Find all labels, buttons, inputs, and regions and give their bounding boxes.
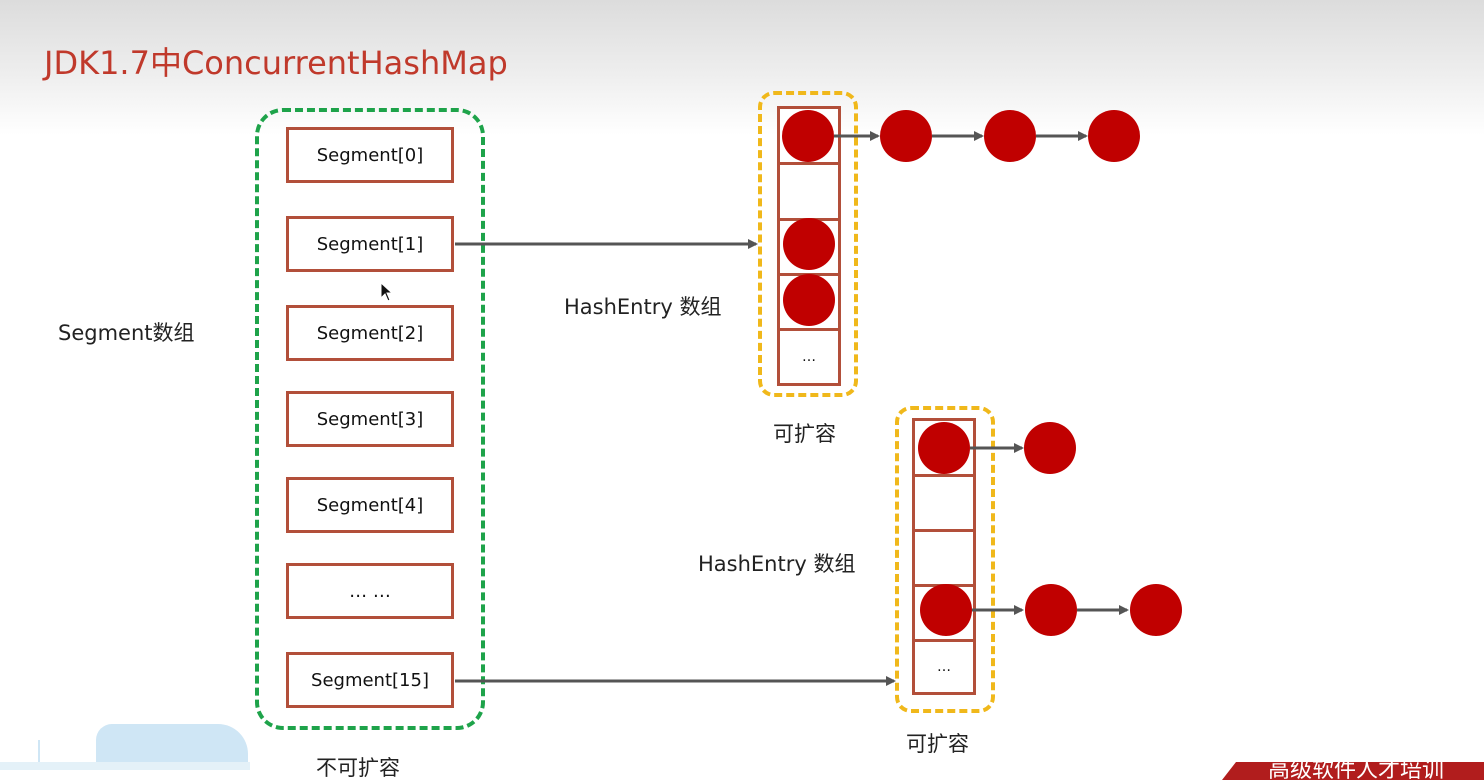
node-top-chain-3 bbox=[1088, 110, 1140, 162]
mouse-cursor-icon bbox=[380, 282, 394, 302]
page-title: JDK1.7中ConcurrentHashMap bbox=[44, 44, 508, 82]
node-top-bucket2 bbox=[783, 218, 835, 270]
decorative-cloud-base bbox=[0, 762, 250, 770]
not-expandable-label: 不可扩容 bbox=[316, 756, 400, 780]
expandable-label-bottom: 可扩容 bbox=[906, 732, 969, 756]
bucket-top-3 bbox=[780, 276, 838, 331]
decorative-cloud-shape bbox=[96, 724, 248, 768]
node-top-bucket0 bbox=[782, 110, 834, 162]
node-bottom-bucket0 bbox=[918, 422, 970, 474]
header-band bbox=[0, 0, 1484, 135]
decorative-tick bbox=[38, 740, 40, 762]
node-bottom-chain-b1 bbox=[1025, 584, 1077, 636]
segment-4: Segment[4] bbox=[286, 477, 454, 533]
hashentry-group-top bbox=[758, 91, 858, 397]
segment-15: Segment[15] bbox=[286, 652, 454, 708]
hashentry-array-label-top: HashEntry 数组 bbox=[564, 295, 722, 319]
node-bottom-bucket3 bbox=[920, 584, 972, 636]
segment-array-label: Segment数组 bbox=[58, 321, 195, 345]
hashentry-array-label-bottom: HashEntry 数组 bbox=[698, 552, 856, 576]
segment-0: Segment[0] bbox=[286, 127, 454, 183]
node-bottom-chain-b2 bbox=[1130, 584, 1182, 636]
node-top-chain-2 bbox=[984, 110, 1036, 162]
segment-ellipsis: … … bbox=[286, 563, 454, 619]
bucket-bottom-1 bbox=[915, 477, 973, 532]
bucket-top-ellipsis: … bbox=[802, 349, 816, 365]
segment-1: Segment[1] bbox=[286, 216, 454, 272]
node-top-bucket3 bbox=[783, 274, 835, 326]
segment-3: Segment[3] bbox=[286, 391, 454, 447]
expandable-label-top: 可扩容 bbox=[773, 422, 836, 446]
segment-2: Segment[2] bbox=[286, 305, 454, 361]
node-top-chain-1 bbox=[880, 110, 932, 162]
bucket-top-0 bbox=[780, 109, 838, 165]
segment-array-group bbox=[255, 108, 485, 730]
bucket-bottom-ellipsis: … bbox=[937, 659, 951, 675]
footer-brand-band: 高级软件人才培训 bbox=[1222, 762, 1484, 780]
bucket-bottom-0 bbox=[915, 421, 973, 477]
node-bottom-chain-a bbox=[1024, 422, 1076, 474]
bucket-bottom-3 bbox=[915, 587, 973, 642]
hashentry-group-bottom bbox=[895, 406, 995, 713]
